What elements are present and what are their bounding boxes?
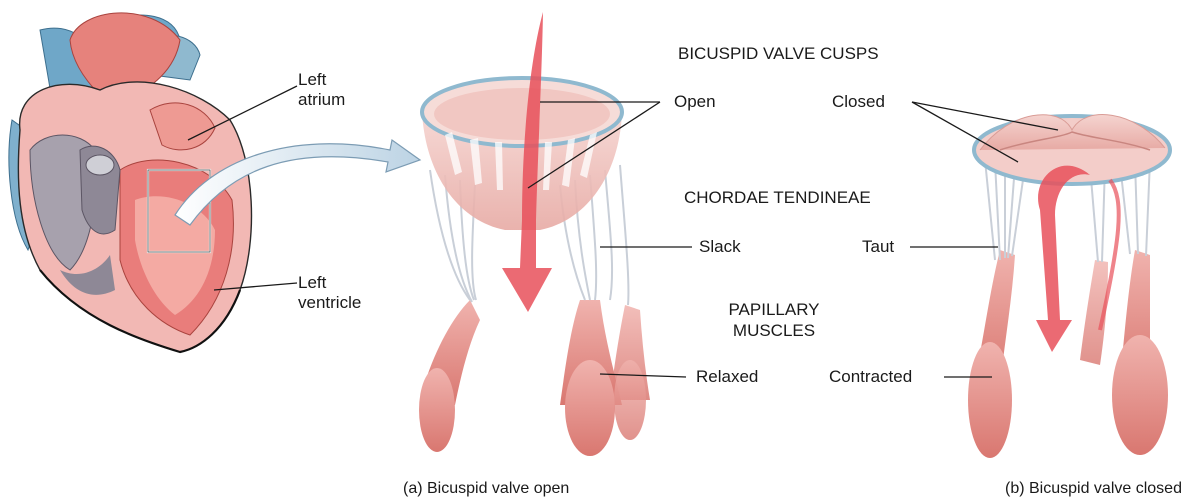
caption-b: (b) Bicuspid valve closed <box>1005 480 1182 498</box>
valve-closed-illustration <box>968 115 1170 458</box>
cusps-heading: BICUSPID VALVE CUSPS <box>678 43 879 64</box>
papillary-heading: PAPILLARY MUSCLES <box>714 299 834 341</box>
left-atrium-label-line2: atrium <box>298 90 345 110</box>
slack-label: Slack <box>699 237 741 257</box>
papillary-heading-line2: MUSCLES <box>714 320 834 341</box>
chordae-heading: CHORDAE TENDINEAE <box>684 187 871 208</box>
left-ventricle-label-line2: ventricle <box>298 293 361 313</box>
left-atrium-label-line1: Left <box>298 70 345 90</box>
relaxed-label: Relaxed <box>696 367 758 387</box>
contracted-label: Contracted <box>829 367 912 387</box>
caption-a: (a) Bicuspid valve open <box>403 480 569 498</box>
open-label: Open <box>674 92 716 112</box>
valve-open-illustration <box>419 12 650 456</box>
taut-label: Taut <box>862 237 894 257</box>
papillary-heading-line1: PAPILLARY <box>714 299 834 320</box>
left-atrium-label: Left atrium <box>298 70 345 110</box>
left-ventricle-label-line1: Left <box>298 273 361 293</box>
left-ventricle-label: Left ventricle <box>298 273 361 313</box>
closed-label: Closed <box>832 92 885 112</box>
